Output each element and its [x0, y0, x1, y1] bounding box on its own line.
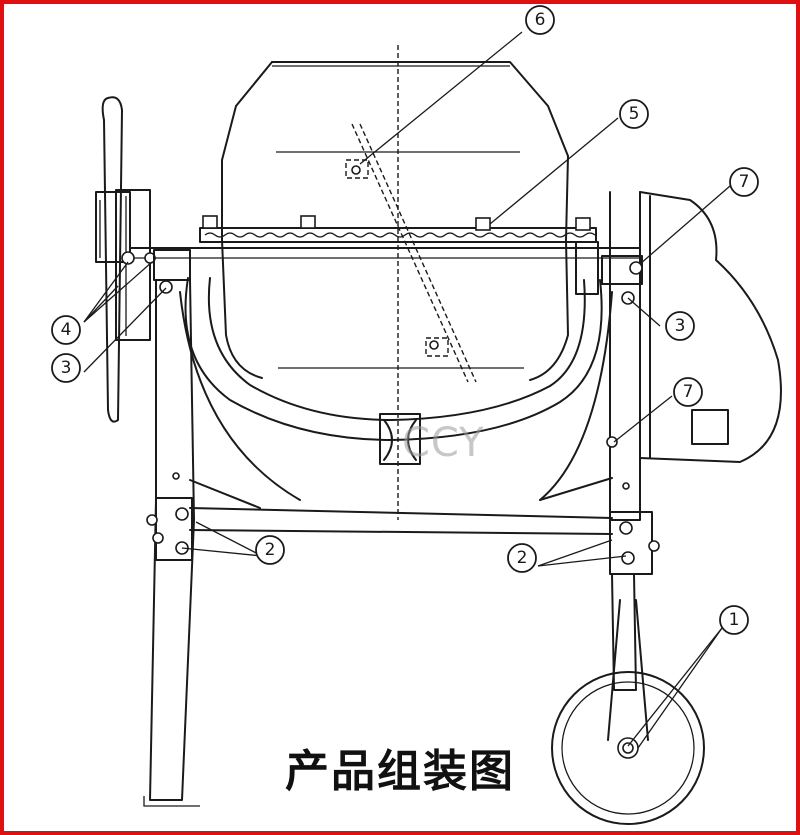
callout-3-left: 3	[51, 353, 81, 383]
svg-text:2: 2	[517, 548, 528, 568]
ring-bolt	[300, 215, 316, 229]
right-frame	[601, 191, 660, 691]
left-frame	[143, 249, 200, 807]
watermark: CCY	[402, 420, 485, 466]
wheel-rim	[551, 671, 705, 825]
svg-text:4: 4	[61, 320, 72, 340]
drum-roller	[379, 413, 421, 465]
callout-7-mid: 7	[673, 377, 703, 407]
callout-4: 4	[51, 315, 81, 345]
svg-text:2: 2	[265, 540, 276, 560]
handwheel	[95, 96, 156, 423]
ring-bolt	[475, 217, 491, 231]
diagram-caption: 产品组装图	[285, 746, 515, 797]
cross-beam	[189, 507, 613, 519]
wheel	[551, 599, 705, 825]
mixing-blade	[345, 123, 477, 383]
callout-2-left: 2	[255, 535, 285, 565]
wheel-bolt	[121, 251, 135, 265]
callout-5: 5	[619, 99, 649, 129]
callout-1: 1	[719, 605, 749, 635]
callout-2-right: 2	[507, 543, 537, 573]
drum	[179, 61, 613, 501]
leader-lines	[83, 31, 731, 749]
svg-text:5: 5	[629, 104, 640, 124]
svg-text:3: 3	[675, 316, 686, 336]
callout-3-right: 3	[665, 311, 695, 341]
svg-text:1: 1	[729, 610, 740, 630]
callout-6: 6	[525, 5, 555, 35]
svg-text:7: 7	[739, 172, 750, 192]
svg-text:7: 7	[683, 382, 694, 402]
svg-text:6: 6	[535, 10, 546, 30]
motor-housing	[639, 191, 782, 463]
ring-bolt	[575, 217, 591, 231]
motor-switch	[691, 409, 729, 445]
ring-bolt	[202, 215, 218, 229]
svg-text:3: 3	[61, 358, 72, 378]
callout-7-top: 7	[729, 167, 759, 197]
